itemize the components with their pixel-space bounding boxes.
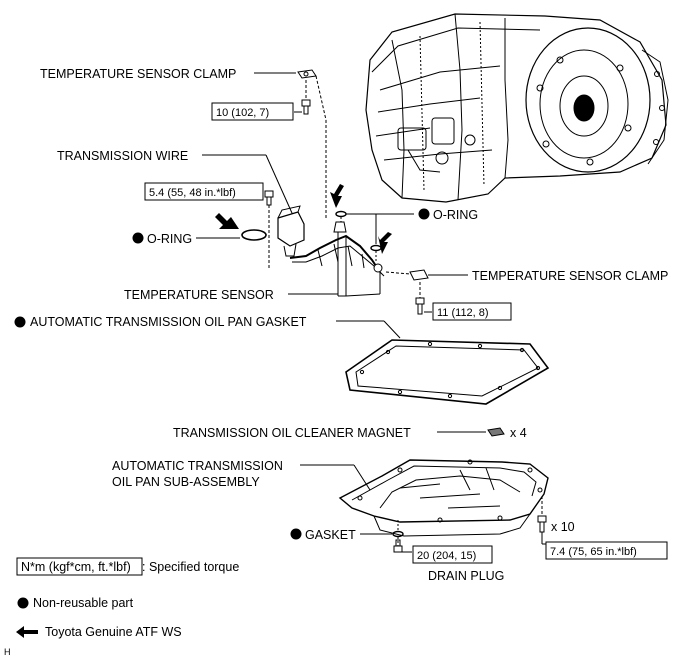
label-pan-bolt-qty: x 10 [551, 520, 575, 534]
non-reusable-dot-drain-gasket [290, 528, 302, 540]
non-reusable-dot-oring-right [418, 208, 430, 220]
legend-torque-box [16, 557, 143, 576]
label-oil-pan-line1: AUTOMATIC TRANSMISSION [112, 459, 283, 473]
temperature-sensor-clamp-top-part [254, 69, 327, 220]
atf-arrow-left [215, 213, 239, 229]
atf-arrow-wire [330, 184, 344, 208]
non-reusable-dot-gasket [14, 316, 26, 328]
torque-temp-clamp-top: 10 (102, 7) [216, 107, 269, 119]
label-oil-pan-line2: OIL PAN SUB-ASSEMBLY [112, 475, 260, 489]
legend-non-reusable: Non-reusable part [33, 596, 134, 610]
torque-box-pan-bolts [545, 541, 668, 560]
legend-torque-desc: : Specified torque [142, 560, 239, 574]
temperature-sensor-clamp-right-part [385, 269, 468, 315]
legend-torque-unit: N*m (kgf*cm, ft.*lbf) [21, 560, 131, 574]
label-oil-pan-gasket: AUTOMATIC TRANSMISSION OIL PAN GASKET [30, 315, 307, 329]
label-oil-cleaner-magnet: TRANSMISSION OIL CLEANER MAGNET [173, 426, 411, 440]
legend-atf-arrow [16, 626, 38, 638]
torque-box-temp-clamp-right [432, 302, 512, 321]
torque-pan-bolts: 7.4 (75, 65 in.*lbf) [550, 546, 637, 558]
torque-box-wire-bolt [144, 182, 264, 201]
o-ring-right-parts [335, 210, 414, 262]
oil-pan-part [300, 459, 549, 537]
label-temperature-sensor: TEMPERATURE SENSOR [124, 288, 274, 302]
torque-drain-plug: 20 (204, 15) [417, 550, 476, 562]
label-transmission-wire: TRANSMISSION WIRE [57, 149, 188, 163]
label-drain-plug: DRAIN PLUG [428, 569, 504, 583]
label-o-ring-right: O-RING [433, 208, 478, 222]
corner-mark: H [4, 647, 11, 657]
label-magnet-qty: x 4 [510, 426, 527, 440]
oil-cleaner-magnet-part [437, 427, 505, 437]
label-gasket: GASKET [305, 528, 356, 542]
label-o-ring-left: O-RING [147, 232, 192, 246]
torque-temp-clamp-right: 11 (112, 8) [437, 307, 489, 319]
torque-wire-bolt: 5.4 (55, 48 in.*lbf) [149, 187, 236, 199]
drain-plug-part [360, 520, 412, 553]
torque-box-temp-clamp-top [211, 102, 294, 121]
o-ring-left-part [196, 229, 267, 241]
transmission-wire-part [202, 154, 385, 297]
non-reusable-dot-oring-left [132, 232, 144, 244]
legend-atf: Toyota Genuine ATF WS [45, 625, 182, 639]
pan-bolt-part [537, 496, 547, 545]
label-temp-sensor-clamp-top: TEMPERATURE SENSOR CLAMP [40, 67, 236, 81]
transmission-housing-illustration [365, 13, 669, 203]
oil-pan-gasket-part [336, 320, 550, 405]
torque-box-drain-plug [412, 545, 493, 564]
label-temp-sensor-clamp-right: TEMPERATURE SENSOR CLAMP [472, 269, 668, 283]
atf-arrow-right [378, 232, 392, 254]
legend-non-reusable-dot [17, 597, 29, 609]
